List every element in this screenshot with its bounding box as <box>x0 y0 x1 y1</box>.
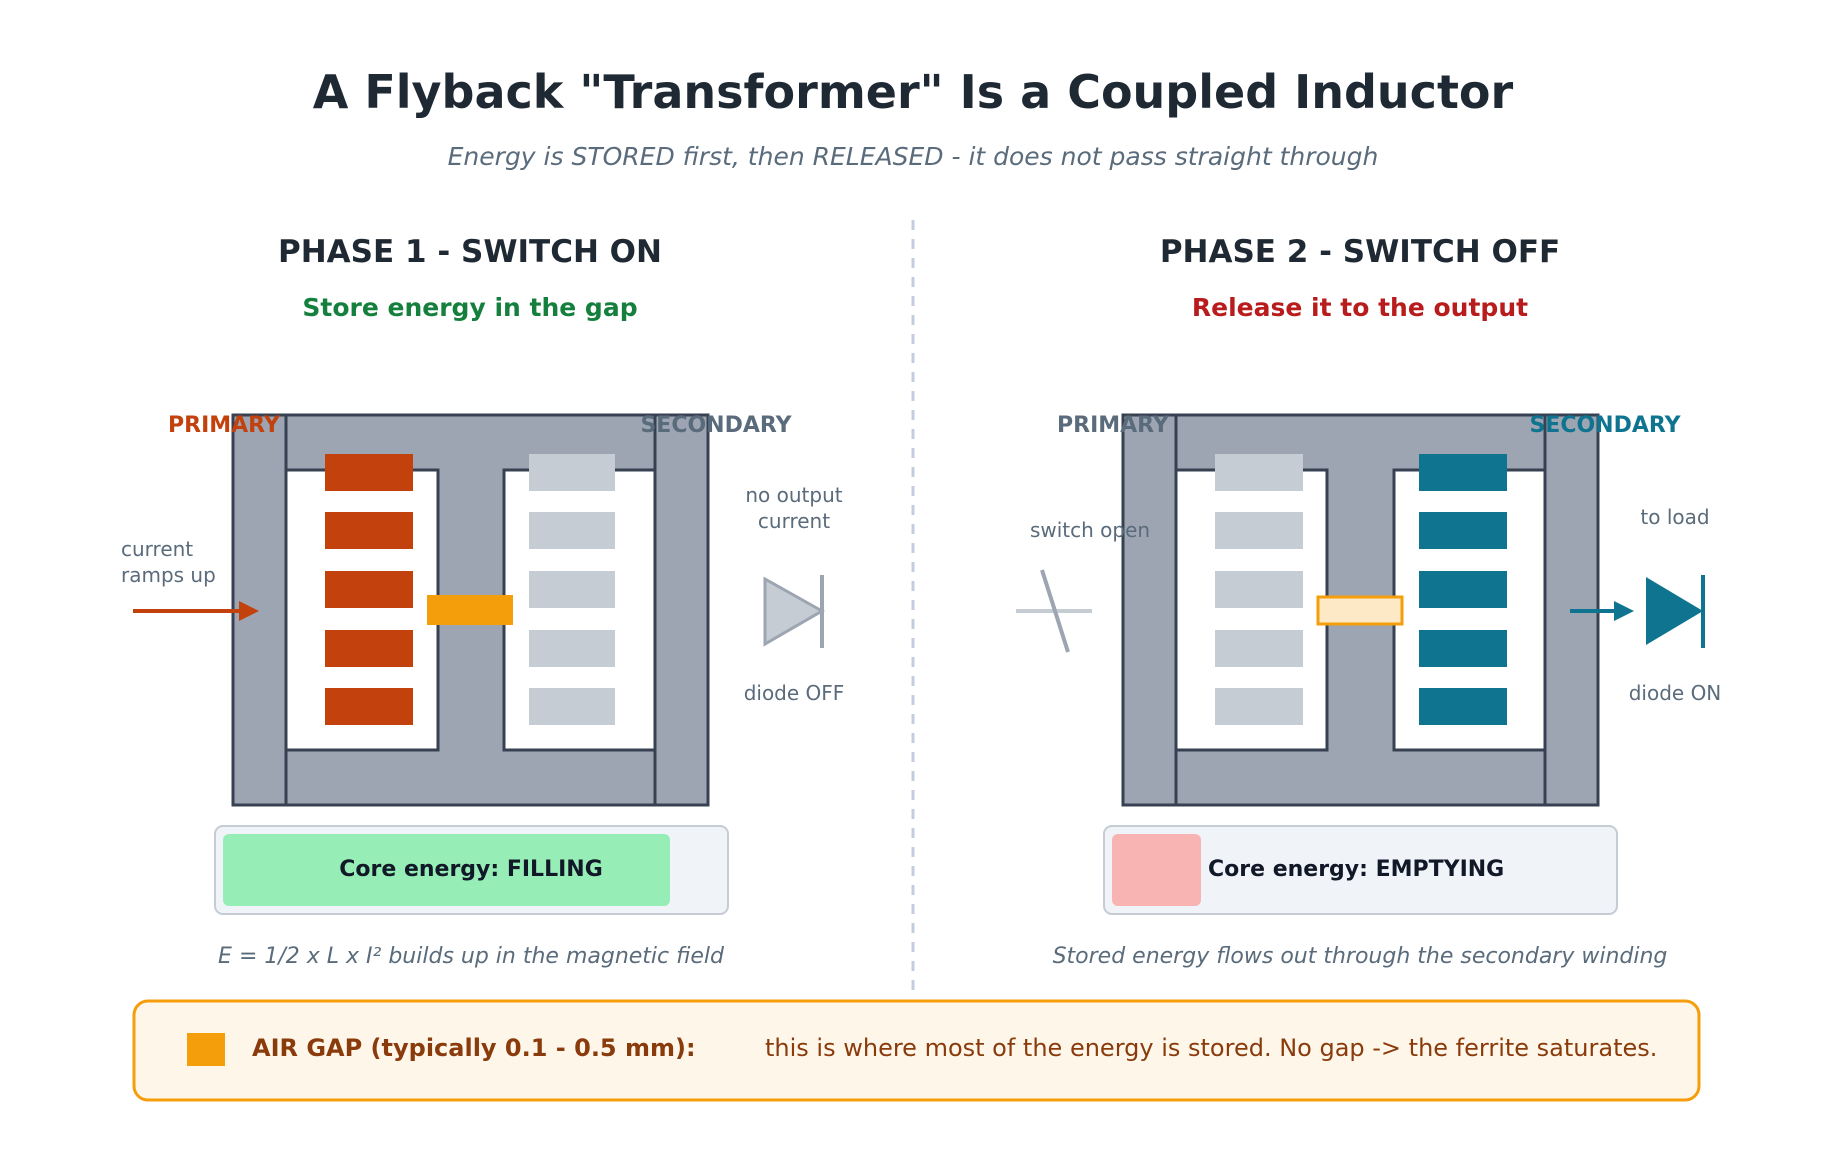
phase1-output-note-line1: no output <box>745 483 842 507</box>
phase1-primary-winding <box>325 454 413 725</box>
air-gap-note-text: this is where most of the energy is stor… <box>765 1034 1657 1062</box>
phase2-output-note: to load <box>1640 505 1709 529</box>
phase1-air-gap <box>427 595 513 625</box>
phase1-title: PHASE 1 - SWITCH ON <box>278 234 662 270</box>
phase1-secondary-winding <box>529 454 615 725</box>
phase1-meter-label: Core energy: FILLING <box>339 857 603 882</box>
open-switch-icon <box>1016 569 1092 653</box>
phase2-formula: Stored energy flows out through the seco… <box>1053 944 1668 969</box>
phase1-meter-fill <box>223 834 670 906</box>
diode-icon <box>1646 575 1705 648</box>
phase1-subtitle: Store energy in the gap <box>302 293 637 322</box>
phase1-primary-label: PRIMARY <box>168 413 281 438</box>
phase1-output-note-line2: current <box>758 509 830 533</box>
page-subtitle: Energy is STORED first, then RELEASED - … <box>448 142 1379 171</box>
page-title: A Flyback "Transformer" Is a Coupled Ind… <box>313 65 1514 119</box>
phase2-primary-winding <box>1215 454 1303 725</box>
phase2-energy-meter: Core energy: EMPTYING <box>1103 825 1618 915</box>
phase2-title: PHASE 2 - SWITCH OFF <box>1160 234 1560 270</box>
diode-icon <box>763 575 826 648</box>
phase2-secondary-label: SECONDARY <box>1529 413 1681 438</box>
phase2-switch-note: switch open <box>1030 518 1150 542</box>
phase2-panel: PHASE 2 - SWITCH OFF Release it to the o… <box>1016 234 1721 969</box>
phase2-air-gap <box>1316 595 1404 626</box>
air-gap-swatch-icon <box>187 1033 225 1066</box>
phase1-input-note-line2: ramps up <box>121 563 216 587</box>
phase1-secondary-label: SECONDARY <box>640 413 792 438</box>
phase1-diode-label: diode OFF <box>744 681 845 705</box>
phase2-meter-fill <box>1112 834 1201 906</box>
air-gap-note-title: AIR GAP (typically 0.1 - 0.5 mm): <box>252 1034 696 1062</box>
phase2-primary-label: PRIMARY <box>1057 413 1170 438</box>
phase1-energy-meter: Core energy: FILLING <box>214 825 729 915</box>
phase1-panel: PHASE 1 - SWITCH ON Store energy in the … <box>121 234 844 969</box>
phase2-diode-label: diode ON <box>1629 681 1722 705</box>
phase2-subtitle: Release it to the output <box>1192 293 1528 322</box>
phase2-secondary-winding <box>1419 454 1507 725</box>
phase1-input-note-line1: current <box>121 537 193 561</box>
phase2-meter-label: Core energy: EMPTYING <box>1208 857 1504 882</box>
phase1-formula: E = 1/2 x L x I² builds up in the magnet… <box>218 944 725 969</box>
air-gap-note: AIR GAP (typically 0.1 - 0.5 mm): this i… <box>132 999 1701 1102</box>
